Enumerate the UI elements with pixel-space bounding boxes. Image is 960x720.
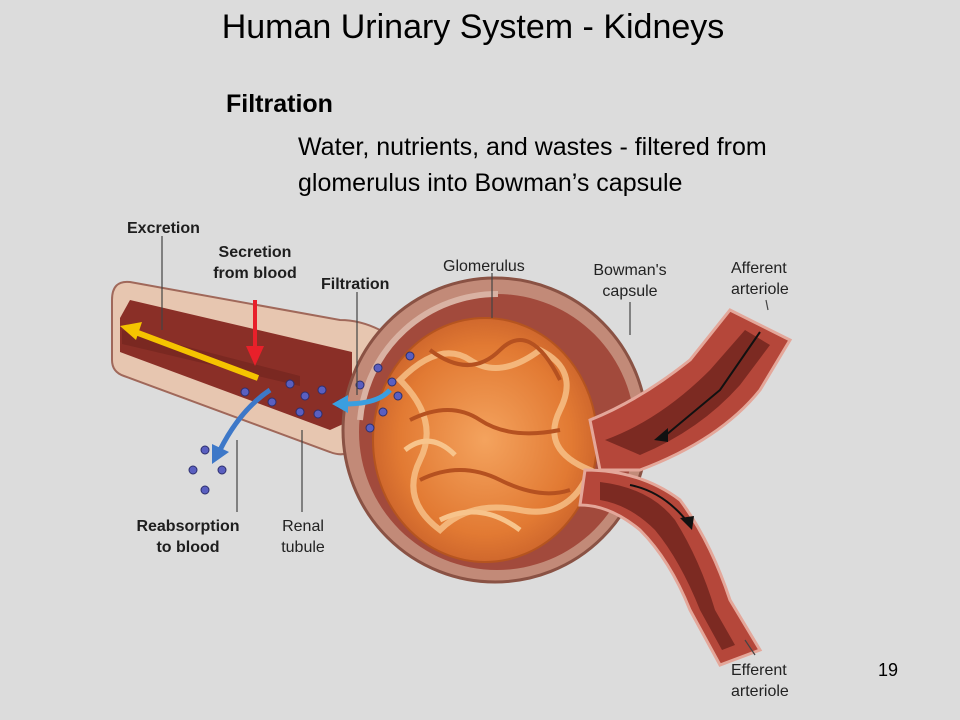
label-bowmans-capsule: Bowman's capsule: [582, 260, 678, 302]
label-afferent-line2: arteriole: [731, 281, 789, 298]
reabsorption-arrow: [212, 387, 272, 464]
label-reabsorption-line2: to blood: [156, 539, 220, 556]
label-secretion-line1: Secretion: [218, 244, 292, 261]
label-reabsorption-line1: Reabsorption: [136, 518, 240, 535]
label-reabsorption: Reabsorption to blood: [120, 516, 256, 558]
bullet-text: Water, nutrients, and wastes - filtered …: [298, 129, 938, 201]
filtered-molecules: [188, 351, 415, 495]
label-bowmans-line2: capsule: [602, 283, 658, 300]
label-excretion: Excretion: [127, 220, 200, 237]
label-efferent-line2: arteriole: [731, 683, 789, 700]
label-filtration: Filtration: [321, 276, 390, 293]
bullet-line-2: glomerulus into Bowman’s capsule: [298, 169, 683, 197]
excretion-arrow: [120, 322, 260, 381]
glomerulus: [372, 317, 598, 563]
label-renal-line1: Renal: [282, 518, 324, 535]
slide-title: Human Urinary System - Kidneys: [221, 8, 725, 46]
leader-lines: [161, 236, 769, 656]
label-efferent-arteriole: Efferent arteriole: [731, 660, 789, 702]
page-number: 19: [878, 660, 899, 680]
renal-tubule: [111, 280, 382, 456]
label-bowmans-line1: Bowman's: [593, 262, 667, 279]
efferent-arteriole: [578, 468, 763, 667]
bullet-line-1: Water, nutrients, and wastes - filtered …: [298, 133, 767, 161]
label-renal-tubule: Renal tubule: [270, 516, 336, 558]
afferent-arteriole: [588, 308, 793, 472]
label-glomerulus: Glomerulus: [443, 258, 525, 275]
label-efferent-line1: Efferent: [731, 662, 787, 679]
label-secretion: Secretion from blood: [198, 242, 312, 284]
label-renal-line2: tubule: [281, 539, 325, 556]
label-secretion-line2: from blood: [213, 265, 297, 282]
secretion-arrow: [246, 300, 264, 366]
filtration-arrow: [332, 388, 392, 413]
label-afferent-arteriole: Afferent arteriole: [731, 258, 789, 300]
label-afferent-line1: Afferent: [731, 260, 787, 277]
subtitle-filtration: Filtration: [226, 90, 333, 118]
